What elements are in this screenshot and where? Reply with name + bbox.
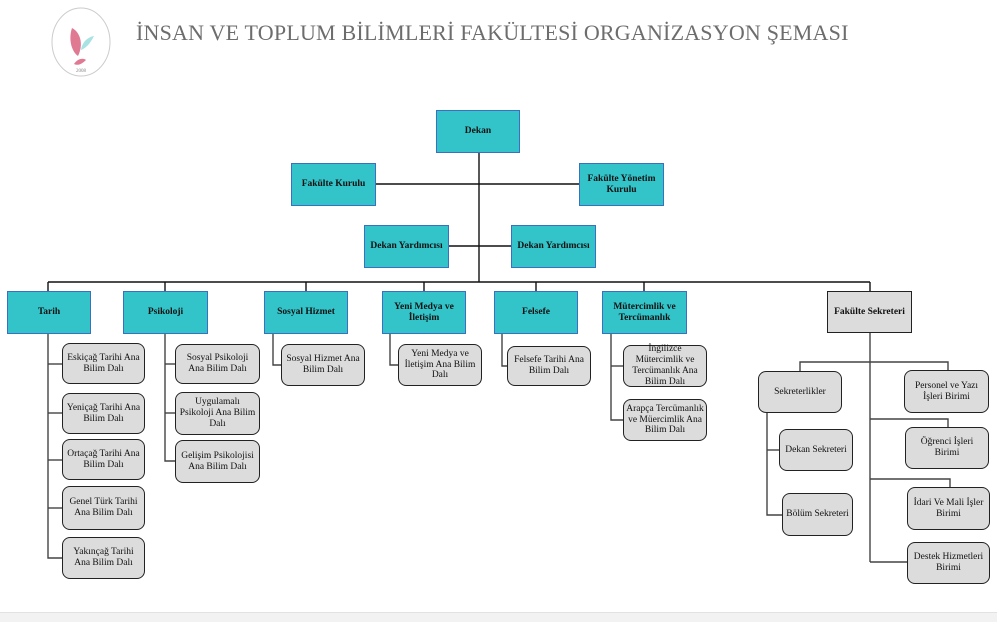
- department-sosyal-hizmet: Sosyal Hizmet: [264, 291, 348, 334]
- unit-box: Ortaçağ Tarihi Ana Bilim Dalı: [62, 439, 145, 480]
- department-tarih: Tarih: [7, 291, 91, 334]
- unit-box: Bölüm Sekreteri: [782, 493, 853, 536]
- unit-box: Öğrenci İşleri Birimi: [905, 427, 989, 469]
- fakulte-yonetim-kurulu-box: Fakülte Yönetim Kurulu: [579, 163, 664, 206]
- unit-box: Sosyal Psikoloji Ana Bilim Dalı: [175, 344, 260, 384]
- svg-text:2008: 2008: [76, 69, 87, 74]
- department-felsefe: Felsefe: [494, 291, 578, 334]
- unit-box: Yakınçağ Tarihi Ana Bilim Dalı: [62, 537, 145, 579]
- unit-box: Gelişim Psikolojisi Ana Bilim Dalı: [175, 440, 260, 483]
- bottom-bar: [0, 612, 997, 622]
- unit-box: Eskiçağ Tarihi Ana Bilim Dalı: [62, 343, 145, 384]
- fakulte-sekreteri-box: Fakülte Sekreteri: [827, 291, 912, 333]
- unit-box: Dekan Sekreteri: [779, 429, 853, 471]
- dekan-yardimcisi-box: Dekan Yardımcısı: [511, 225, 596, 268]
- fakulte-kurulu-box: Fakülte Kurulu: [291, 163, 376, 206]
- unit-box: Destek Hizmetleri Birimi: [907, 542, 990, 584]
- sekreterlikler-box: Sekreterlikler: [758, 371, 842, 413]
- unit-box: Genel Türk Tarihi Ana Bilim Dalı: [62, 486, 145, 530]
- unit-box: Felsefe Tarihi Ana Bilim Dalı: [507, 346, 591, 386]
- dekan-box: Dekan: [436, 110, 520, 153]
- unit-box: İngilizce Mütercimlik ve Tercümanlık Ana…: [623, 344, 707, 387]
- department-mutercimlik: Mütercimlik ve Tercümanlık: [602, 291, 687, 334]
- unit-box: Yeniçağ Tarihi Ana Bilim Dalı: [62, 393, 145, 434]
- unit-box: İdari Ve Mali İşler Birimi: [907, 487, 990, 530]
- unit-box: Arapça Tercümanlık ve Müercimlik Ana Bil…: [623, 399, 707, 441]
- department-psikoloji: Psikoloji: [123, 291, 208, 334]
- university-logo: 2008: [51, 7, 111, 77]
- page-title: İNSAN VE TOPLUM BİLİMLERİ FAKÜLTESİ ORGA…: [136, 20, 849, 45]
- dekan-yardimcisi-box: Dekan Yardımcısı: [364, 225, 449, 268]
- department-yeni-medya: Yeni Medya ve İletişim: [382, 291, 466, 334]
- unit-box: Uygulamalı Psikoloji Ana Bilim Dalı: [175, 392, 260, 435]
- unit-box: Personel ve Yazı İşleri Birimi: [904, 370, 989, 413]
- unit-box: Yeni Medya ve İletişim Ana Bilim Dalı: [398, 344, 482, 386]
- unit-box: Sosyal Hizmet Ana Bilim Dalı: [281, 344, 365, 386]
